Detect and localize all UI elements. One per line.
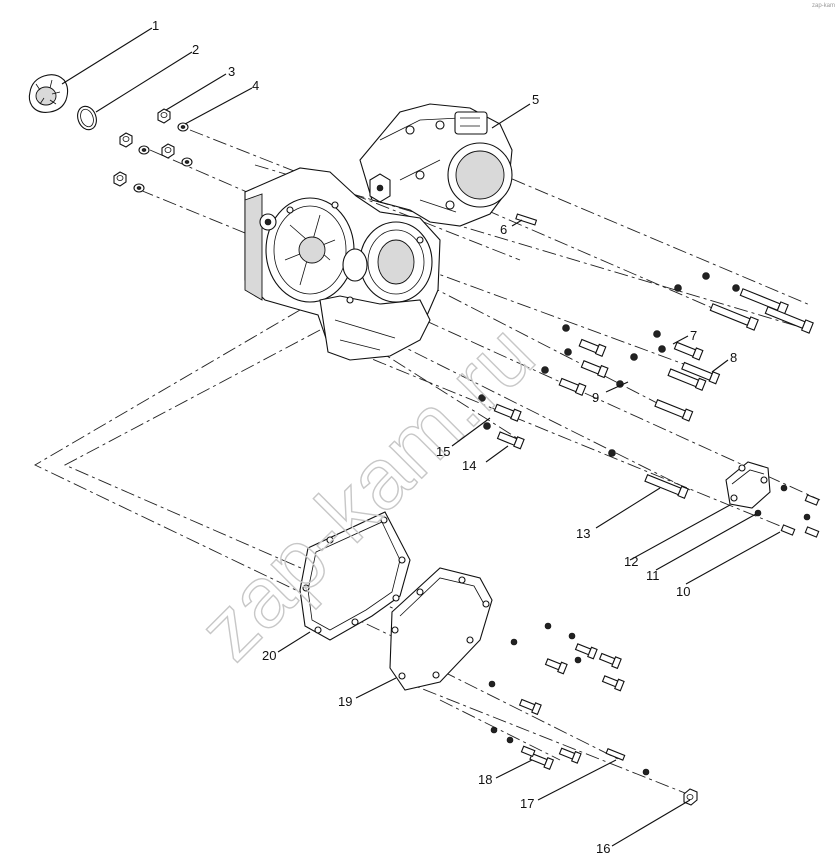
bolt [580,360,609,379]
bolt [709,303,759,331]
bolt [764,306,814,334]
bolt [654,399,694,422]
bolt [578,338,607,357]
callout-11: 11 [646,568,660,583]
callout-2: 2 [192,42,199,57]
bolt [493,403,522,422]
bolt [667,368,707,391]
callout-6: 6 [500,222,507,237]
callout-9: 9 [592,390,599,405]
bolt [681,361,721,385]
callout-3: 3 [228,64,235,79]
callout-labels: 1 2 3 4 5 6 7 8 9 10 11 12 13 14 15 16 1… [152,18,737,856]
callout-14: 14 [462,458,476,473]
bolt [558,377,587,396]
callout-17: 17 [520,796,534,811]
nuts-and-washers-group [113,108,193,193]
rear-cover [389,567,493,691]
bolt [496,431,525,450]
callout-15: 15 [436,444,450,459]
callout-8: 8 [730,350,737,365]
leader-lines [61,27,781,847]
bolt [644,474,689,499]
callout-7: 7 [690,328,697,343]
callout-16: 16 [596,841,610,856]
corner-mark: zap-kam [812,3,835,9]
oil-filler-cap [28,74,69,113]
small-cover [725,461,820,538]
assembly-lines [34,129,821,796]
o-ring [77,105,97,131]
callout-20: 20 [262,648,276,663]
callout-18: 18 [478,772,492,787]
callout-13: 13 [576,526,590,541]
bolts-right-group [478,213,814,499]
gasket [299,511,411,641]
callout-12: 12 [624,554,638,569]
watermark: zap-kam.ru [181,306,553,678]
callout-19: 19 [338,694,352,709]
bolt [673,341,704,361]
gearbox-housing [244,103,513,361]
callout-5: 5 [532,92,539,107]
callout-1: 1 [152,18,159,33]
callout-4: 4 [252,78,259,93]
callout-10: 10 [676,584,690,599]
rear-cover-bolts [488,622,698,806]
